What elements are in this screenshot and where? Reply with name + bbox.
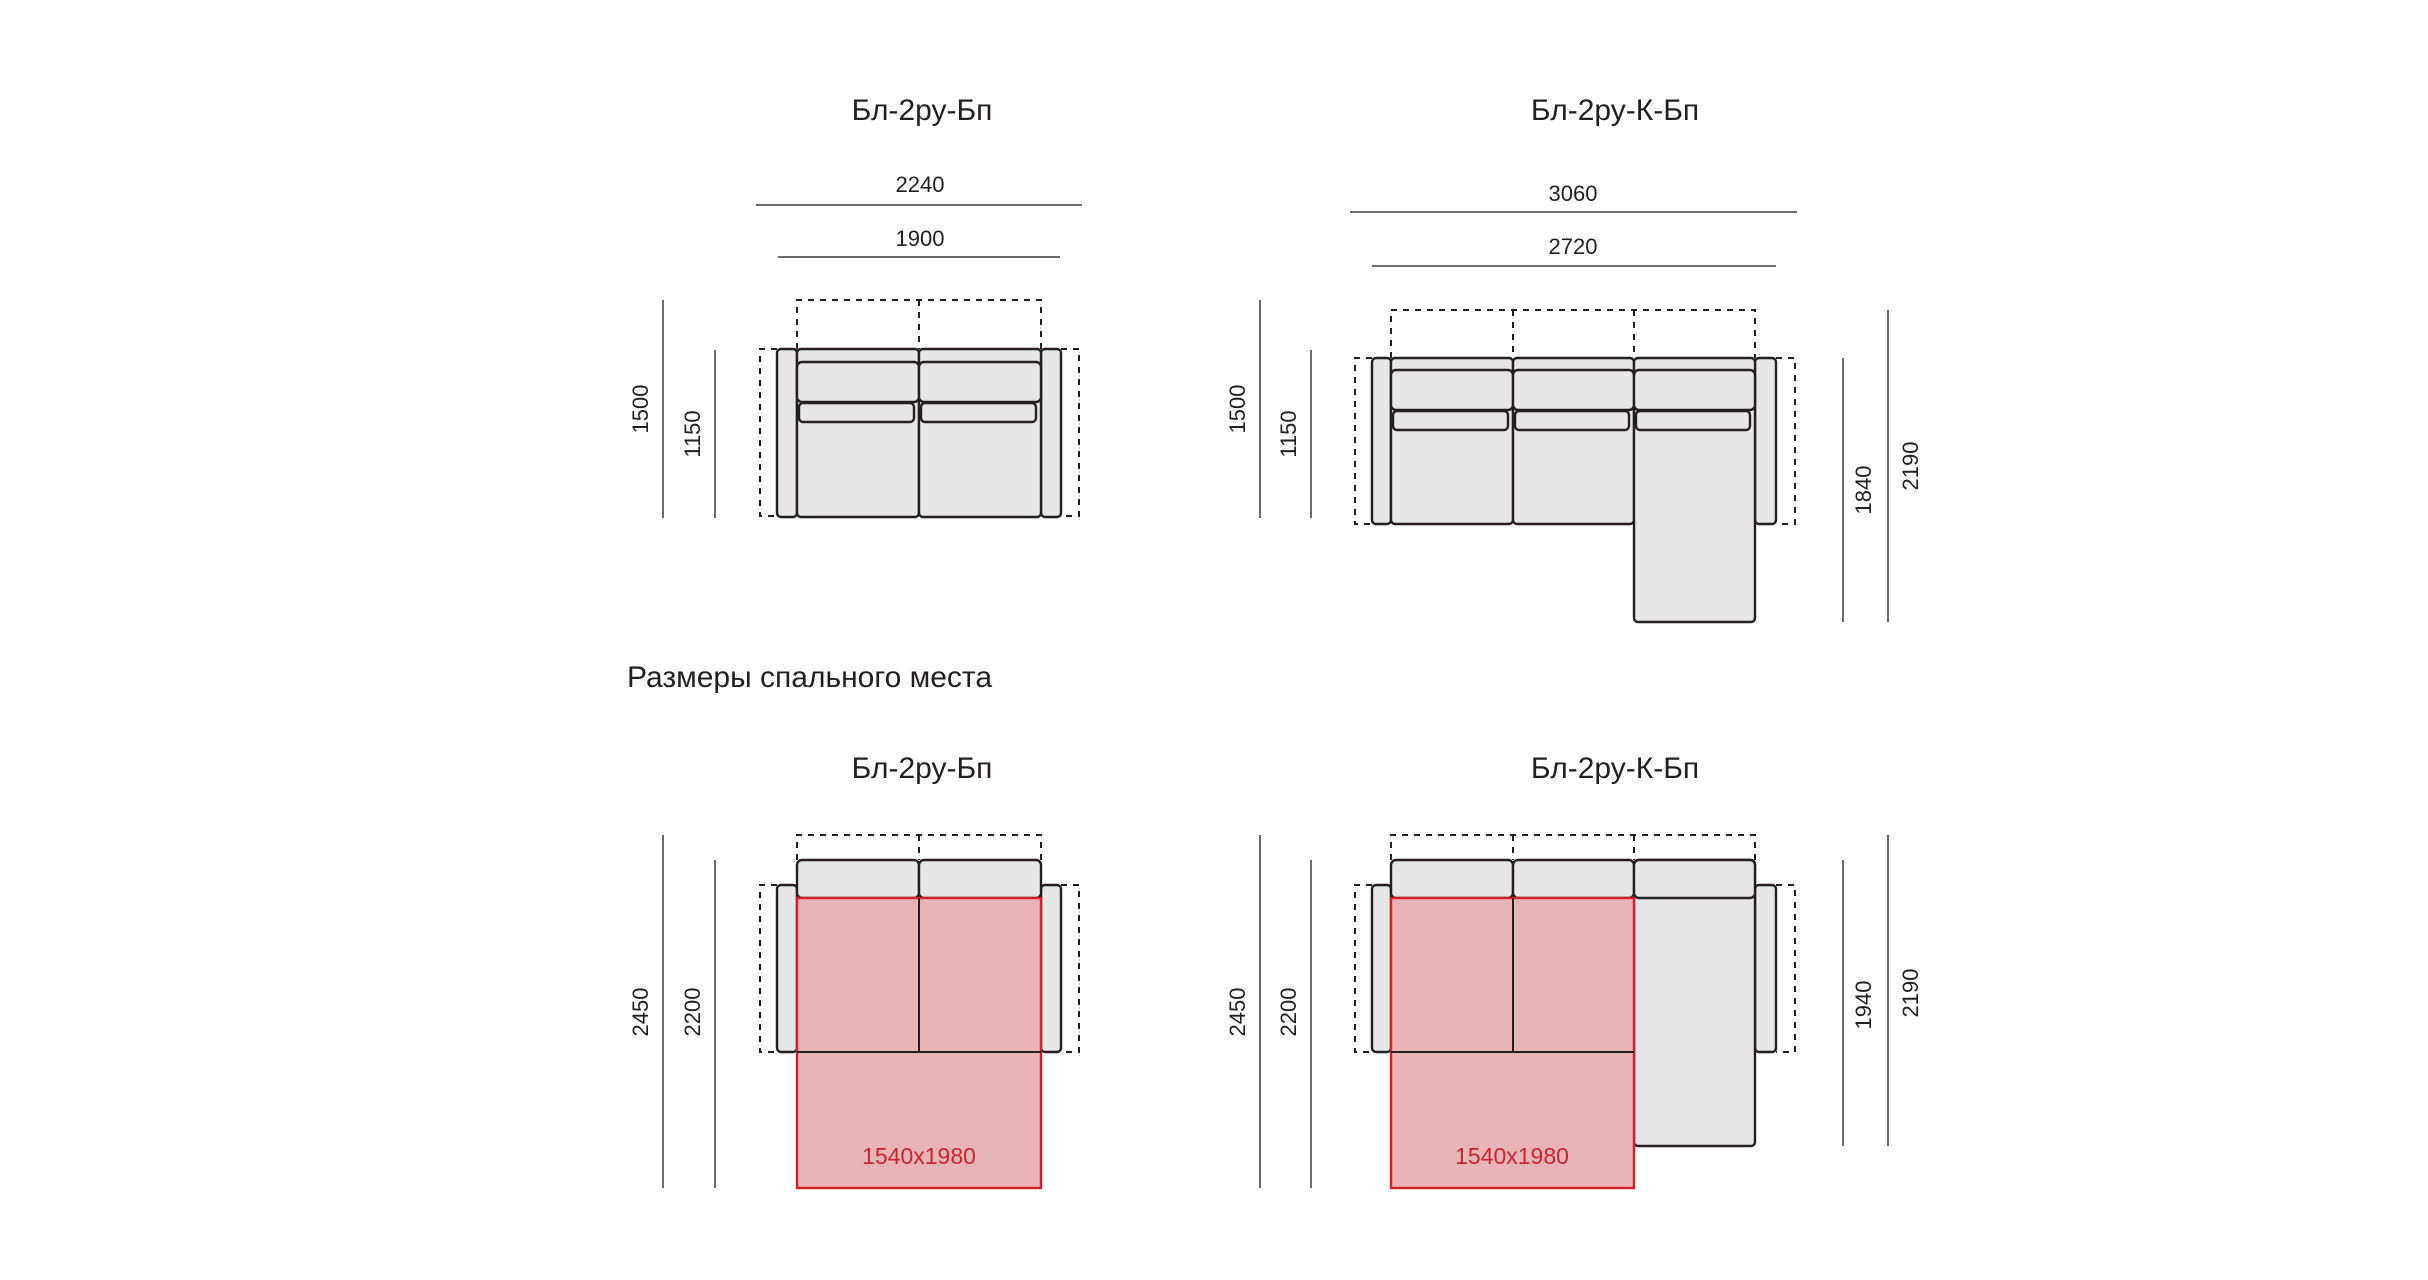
left-armrest bbox=[1370, 356, 1393, 526]
back-cushion-chaise bbox=[1632, 858, 1757, 900]
headrest-middle bbox=[1513, 409, 1631, 432]
headrest-left bbox=[797, 401, 916, 424]
left-armrest bbox=[775, 883, 799, 1054]
left-armrest-outline bbox=[759, 348, 777, 517]
back-cushion-middle bbox=[1511, 858, 1636, 900]
sofa-top-right: Бл-2ру-К-Бп 3060 2720 1500 1150 1840 219… bbox=[1225, 94, 1923, 624]
recliner-back-outline bbox=[1390, 309, 1756, 358]
right-armrest bbox=[1753, 883, 1778, 1054]
sleeping-area-size: 1540x1980 bbox=[1455, 1143, 1569, 1169]
recliner-back-outline bbox=[1390, 834, 1756, 860]
dimension-depth-inner: 1150 bbox=[1276, 410, 1301, 457]
section-title: Размеры спального места bbox=[627, 661, 992, 694]
back-cushion-left bbox=[1389, 858, 1515, 900]
sofa-sleep-left: Бл-2ру-Бп 2450 2200 1540x1980 bbox=[628, 752, 1080, 1190]
dimension-width-inner: 1900 bbox=[896, 226, 945, 251]
right-armrest-outline bbox=[1776, 357, 1796, 525]
right-armrest-outline bbox=[1061, 348, 1080, 517]
headrest-left bbox=[1391, 409, 1510, 432]
dimension-length-inner: 2200 bbox=[1276, 988, 1301, 1037]
dimension-depth-total: 1500 bbox=[628, 385, 653, 434]
left-armrest-outline bbox=[1354, 357, 1372, 525]
left-armrest bbox=[1370, 883, 1393, 1054]
right-armrest-outline bbox=[1061, 884, 1080, 1053]
left-armrest-outline bbox=[759, 884, 777, 1053]
left-armrest-outline bbox=[1354, 884, 1372, 1053]
sofa-title: Бл-2ру-К-Бп bbox=[1531, 752, 1699, 785]
back-cushion-right bbox=[917, 858, 1043, 900]
dimension-width-total: 2240 bbox=[896, 172, 945, 197]
back-cushion-left bbox=[795, 858, 921, 900]
back-cushion-left bbox=[795, 360, 921, 404]
chaise-seat bbox=[1632, 858, 1757, 1148]
left-armrest bbox=[775, 347, 799, 519]
right-armrest bbox=[1039, 347, 1063, 519]
dimension-chaise-total: 2190 bbox=[1898, 442, 1923, 491]
back-cushion-chaise bbox=[1632, 368, 1757, 412]
back-cushion-middle bbox=[1511, 368, 1636, 412]
headrest-chaise bbox=[1634, 409, 1752, 432]
right-armrest bbox=[1039, 883, 1063, 1054]
dimension-depth-total: 1500 bbox=[1225, 385, 1250, 434]
dimension-length-total: 2450 bbox=[628, 988, 653, 1037]
sofa-top-left: Бл-2ру-Бп 2240 1900 1500 1150 bbox=[628, 94, 1082, 519]
right-armrest bbox=[1753, 356, 1778, 526]
sofa-title: Бл-2ру-Бп bbox=[852, 94, 993, 127]
dimension-width-total: 3060 bbox=[1549, 181, 1598, 206]
dimension-length-total: 2450 bbox=[1225, 988, 1250, 1037]
headrest-right bbox=[919, 401, 1038, 424]
dimension-chaise-inner: 1940 bbox=[1851, 981, 1876, 1030]
dimension-depth-inner: 1150 bbox=[680, 410, 705, 457]
back-cushion-right bbox=[917, 360, 1043, 404]
dimension-chaise-total: 2190 bbox=[1898, 969, 1923, 1018]
dimension-length-inner: 2200 bbox=[680, 988, 705, 1037]
right-armrest-outline bbox=[1776, 884, 1796, 1053]
sofa-sleep-right: Бл-2ру-К-Бп 2450 2200 1940 2190 1540x198… bbox=[1225, 752, 1923, 1190]
dimension-width-inner: 2720 bbox=[1549, 234, 1598, 259]
sofa-title: Бл-2ру-К-Бп bbox=[1531, 94, 1699, 127]
sleeping-area-size: 1540x1980 bbox=[862, 1143, 976, 1169]
back-cushion-left bbox=[1389, 368, 1515, 412]
dimension-chaise-inner: 1840 bbox=[1851, 466, 1876, 515]
sofa-title: Бл-2ру-Бп bbox=[852, 752, 993, 785]
